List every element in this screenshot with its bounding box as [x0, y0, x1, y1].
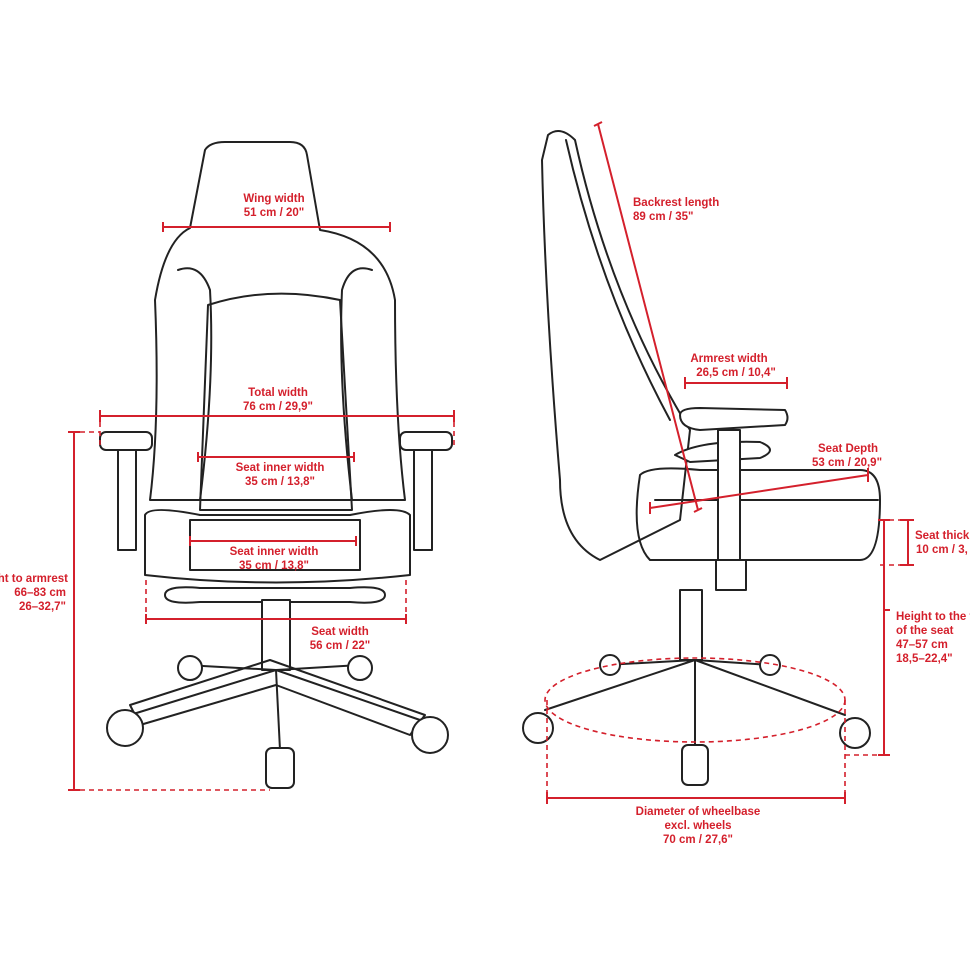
seat-thickness-dimension: Seat thick 10 cm / 3, — [880, 519, 970, 566]
back-inner-width-label: Seat inner width — [236, 462, 325, 474]
wheelbase-dimension: Diameter of wheelbase excl. wheels 70 cm… — [544, 657, 846, 846]
total-width-dimension: Total width 76 cm / 29,9" — [99, 387, 455, 445]
wheelbase-label: Diameter of wheelbase — [636, 806, 761, 818]
seat-inner-width-dimension: Seat inner width 35 cm / 13,8" — [189, 536, 357, 572]
seat-inner-width-value: 35 cm / 13,8" — [239, 560, 309, 572]
seat-thickness-value: 10 cm / 3, — [916, 544, 968, 556]
backrest-length-label: Backrest length — [633, 197, 719, 209]
wing-width-label: Wing width — [243, 193, 304, 205]
seat-depth-label: Seat Depth — [818, 443, 878, 455]
seat-width-label: Seat width — [311, 626, 369, 638]
wheelbase-value: 70 cm / 27,6" — [663, 834, 733, 846]
seat-height-label-2: of the seat — [896, 625, 954, 637]
seat-height-value-cm: 47–57 cm — [896, 639, 948, 651]
armrest-height-label: ght to armrest — [0, 573, 68, 585]
backrest-length-dimension: Backrest length 89 cm / 35" — [593, 121, 719, 513]
seat-height-dimension: Height to the t of the seat 47–57 cm 18,… — [845, 519, 970, 756]
seat-inner-width-label: Seat inner width — [230, 546, 319, 558]
seat-height-value-in: 18,5–22,4" — [896, 653, 953, 665]
wheelbase-label-2: excl. wheels — [664, 820, 731, 832]
seat-thickness-label: Seat thick — [915, 530, 970, 542]
armrest-width-value: 26,5 cm / 10,4" — [696, 367, 776, 379]
armrest-height-value-cm: 66–83 cm — [14, 587, 66, 599]
total-width-label: Total width — [248, 387, 308, 399]
seat-depth-value: 53 cm / 20,9" — [812, 457, 882, 469]
side-chair-drawing — [522, 130, 881, 786]
backrest-length-value: 89 cm / 35" — [633, 211, 693, 223]
back-inner-width-value: 35 cm / 13,8" — [245, 476, 315, 488]
front-chair-drawing — [99, 141, 453, 789]
wing-width-value: 51 cm / 20" — [244, 207, 304, 219]
armrest-height-value-in: 26–32,7" — [19, 601, 66, 613]
wing-width-dimension: Wing width 51 cm / 20" — [162, 193, 391, 232]
seat-width-dimension: Seat width 56 cm / 22" — [145, 580, 407, 652]
seat-height-label: Height to the t — [896, 611, 970, 623]
armrest-height-dimension: ght to armrest 66–83 cm 26–32,7" — [0, 431, 270, 791]
seat-depth-dimension: Seat Depth 53 cm / 20,9" — [649, 443, 882, 514]
seat-width-value: 56 cm / 22" — [310, 640, 370, 652]
back-inner-width-dimension: Seat inner width 35 cm / 13,8" — [197, 452, 355, 488]
armrest-width-dimension: Armrest width 26,5 cm / 10,4" — [684, 353, 788, 389]
armrest-width-label: Armrest width — [690, 353, 767, 365]
total-width-value: 76 cm / 29,9" — [243, 401, 313, 413]
